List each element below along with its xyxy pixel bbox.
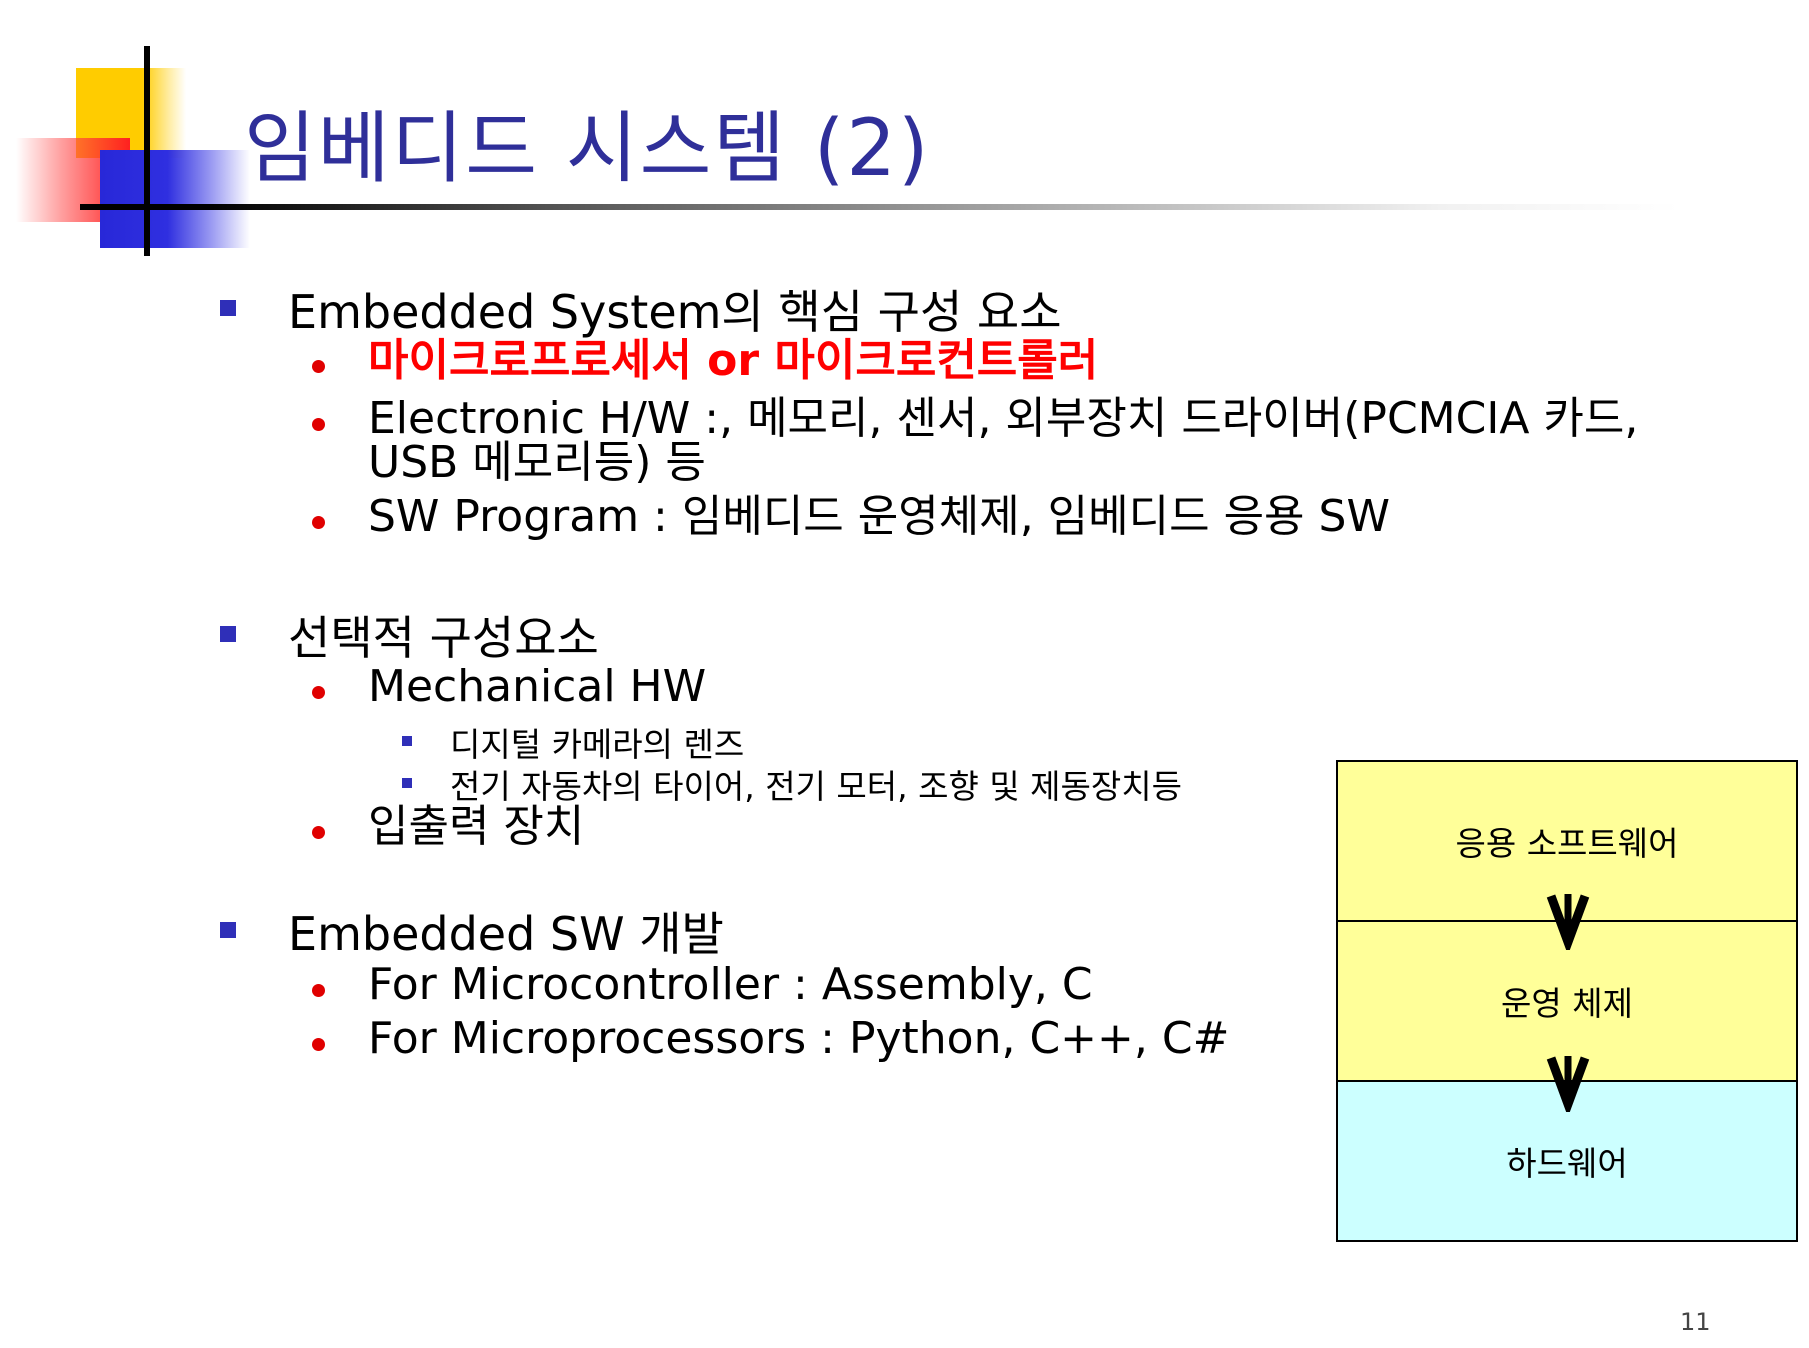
dot-bullet-icon [312, 686, 325, 699]
dot-bullet-icon [312, 418, 325, 431]
square-bullet-icon [402, 736, 412, 746]
dot-bullet-icon [312, 516, 325, 529]
dot-bullet-icon [312, 360, 325, 373]
square-bullet-icon [220, 922, 236, 938]
arrow-down-icon [1546, 894, 1590, 950]
page-number: 11 [1680, 1308, 1711, 1336]
title-underline [80, 204, 1680, 210]
system-stack-diagram: 응용 소프트웨어 운영 체제 하드웨어 [1336, 760, 1798, 1242]
decoration-blue-square [100, 150, 250, 248]
decoration-vertical-line [144, 46, 150, 256]
square-bullet-icon [220, 300, 236, 316]
slide-title: 임베디드 시스템 (2) [244, 104, 931, 194]
highlight-text: 마이크로프로세서 or 마이크로컨트롤러 [368, 335, 1099, 386]
arrow-down-icon [1546, 1056, 1590, 1112]
dot-bullet-icon [312, 984, 325, 997]
square-bullet-icon [220, 626, 236, 642]
square-bullet-icon [402, 778, 412, 788]
dot-bullet-icon [312, 1038, 325, 1051]
dot-bullet-icon [312, 826, 325, 839]
